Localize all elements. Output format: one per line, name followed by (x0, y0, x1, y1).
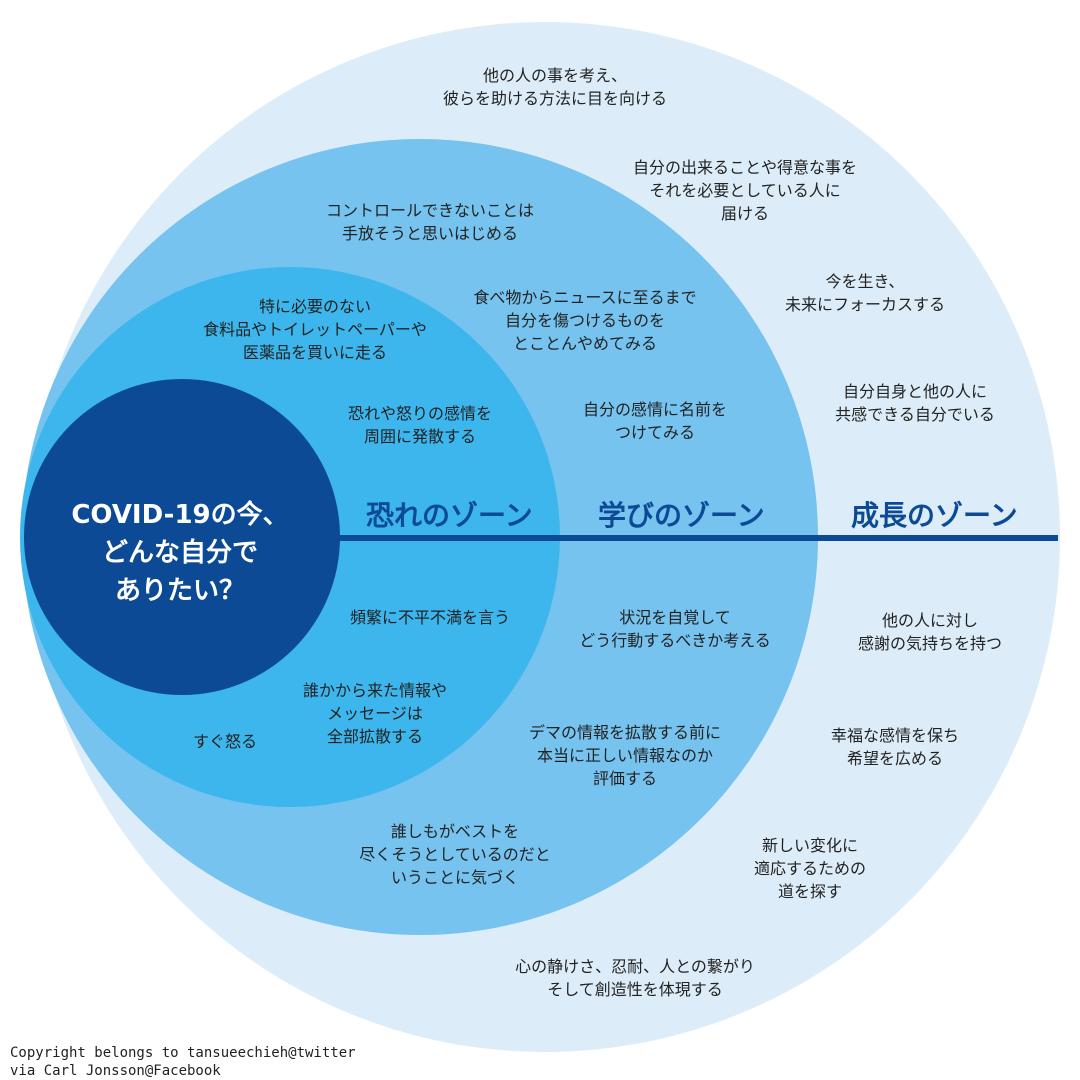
center-question: COVID-19の今、 どんな自分で ありたい？ (71, 500, 289, 606)
learning-item: 誰しもがベストを 尽くそうとしているのだと いうことに気づく (359, 822, 551, 887)
core-circle (24, 379, 340, 695)
growth-item: 他の人の事を考え、 彼らを助ける方法に目を向ける (442, 66, 667, 108)
learning-item: コントロールできないことは 手放そうと思いはじめる (325, 201, 534, 243)
fear-item: 誰かから来た情報や メッセージは 全部拡散する (302, 681, 447, 746)
growth-item: 新しい変化に 適応するための 道を探す (753, 836, 866, 901)
learning-item: 状況を自覚して どう行動するべきか考える (579, 608, 771, 650)
growth-item: 今を生き、 未来にフォーカスする (784, 272, 945, 314)
growth-item: 心の静けさ、忍耐、人との繋がり そして創造性を体現する (515, 957, 755, 999)
growth-item: 他の人に対し 感謝の気持ちを持つ (857, 611, 1002, 653)
fear-item: 頻繁に不平不満を言う (349, 608, 510, 627)
growth-zone-label: 成長のゾーン (851, 499, 1018, 532)
learning-item: 食べ物からニュースに至るまで 自分を傷つけるものを とことんやめてみる (473, 288, 697, 353)
copyright-credit: Copyright belongs to tansueechieh@twitte… (10, 1045, 356, 1079)
learning-item: デマの情報を拡散する前に 本当に正しい情報なのか 評価する (528, 723, 721, 788)
fear-item: 恐れや怒りの感情を 周囲に発散する (347, 404, 492, 446)
growth-item: 自分の出来ることや得意な事を それを必要としている人に 届ける (632, 158, 857, 223)
growth-item: 自分自身と他の人に 共感できる自分でいる (835, 382, 995, 424)
fear-zone-label: 恐れのゾーン (366, 499, 533, 532)
fear-item: すぐ怒る (192, 732, 257, 751)
fear-item: 特に必要のない 食料品やトイレットペーパーや 医薬品を買いに走る (203, 297, 427, 362)
learning-item: 自分の感情に名前を つけてみる (582, 400, 727, 442)
growth-item: 幸福な感情を保ち 希望を広める (830, 726, 959, 768)
learning-zone-label: 学びのゾーン (598, 499, 765, 532)
